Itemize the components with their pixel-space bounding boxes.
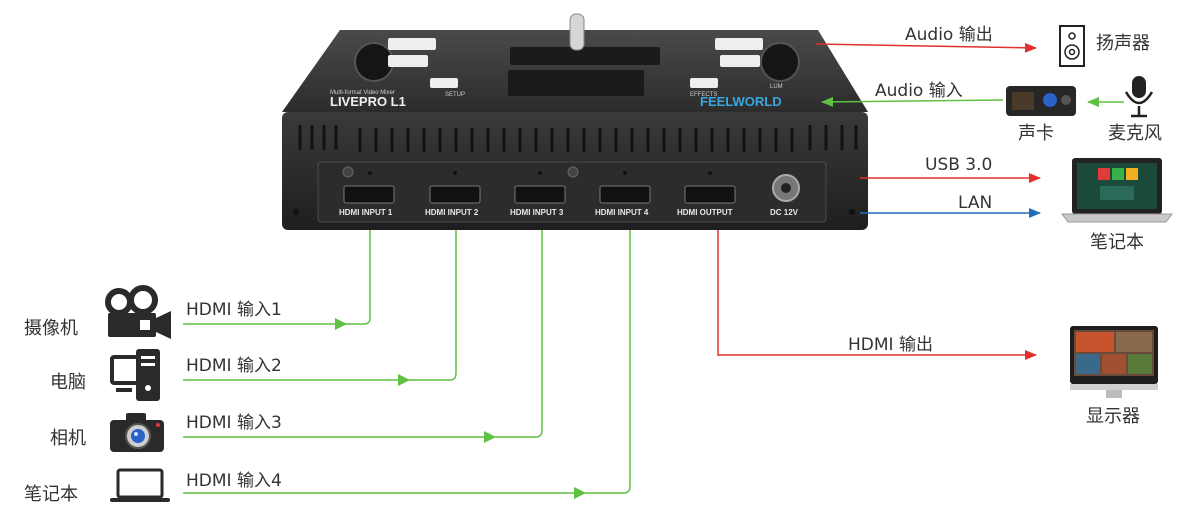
preview-window	[508, 70, 644, 96]
brand-logo: FEELWORLD	[700, 94, 782, 109]
audio-input-connection: Audio 输入	[821, 81, 1124, 107]
monitor-label: 显示器	[1086, 406, 1140, 427]
lan-label: LAN	[958, 193, 992, 213]
speaker-icon	[1059, 25, 1085, 67]
speaker-label: 扬声器	[1096, 33, 1150, 54]
monitor-icon	[1070, 326, 1158, 398]
model-name: LIVEPRO L1	[330, 94, 406, 109]
video-mixer-device: SETUP EFFECTS LUM LIVEPRO L1 Multi-forma…	[282, 13, 868, 230]
input-4-line	[183, 230, 631, 494]
input-3-line	[183, 230, 543, 438]
laptop-icon	[1061, 158, 1173, 223]
input-1-line	[183, 230, 371, 325]
button	[720, 55, 760, 67]
input-1-label: HDMI 输入1	[186, 300, 282, 320]
hdmi-output-connection: HDMI 输出	[717, 230, 1037, 360]
lan-connection: LAN	[860, 193, 1041, 218]
hdmi-output-label: HDMI 输出	[848, 335, 933, 355]
tbar-slot	[510, 47, 660, 65]
hdmi-port-4: HDMI INPUT 4	[595, 171, 651, 217]
port-plate	[317, 161, 827, 223]
right-knob	[760, 42, 800, 82]
microphone: 麦克风	[1108, 76, 1162, 144]
audio-input-label: Audio 输入	[875, 81, 963, 101]
input-1-connection: HDMI 输入1	[183, 230, 371, 330]
usb-connection: USB 3.0	[860, 155, 1041, 183]
port-label-hdmi-output: HDMI OUTPUT	[677, 208, 733, 217]
speaker: 扬声器	[1059, 25, 1150, 67]
camera-label: 相机	[50, 428, 86, 449]
setup-label: SETUP	[445, 92, 465, 98]
button	[690, 78, 718, 88]
port-label-hdmi-input-4: HDMI INPUT 4	[595, 208, 649, 217]
screw	[567, 166, 579, 178]
laptop-left: 笔记本	[24, 468, 170, 505]
effects-label: EFFECTS	[690, 92, 717, 98]
hdmi-output-port: HDMI OUTPUT	[677, 171, 736, 217]
usb-label: USB 3.0	[925, 155, 992, 175]
side-dot	[293, 209, 299, 215]
model-subtitle: Multi-format Video Mixer	[330, 90, 395, 96]
audio-output-line	[815, 42, 1037, 53]
screw	[342, 166, 354, 178]
audio-output-connection: Audio 输出	[815, 25, 1037, 53]
video-camera-icon	[105, 285, 171, 339]
left-knob	[354, 42, 394, 82]
button	[388, 55, 428, 67]
port-label-hdmi-input-3: HDMI INPUT 3	[510, 208, 564, 217]
microphone-icon	[1124, 76, 1154, 118]
laptop-right-label: 笔记本	[1090, 232, 1144, 253]
input-4-connection: HDMI 输入4	[183, 230, 631, 499]
button	[430, 78, 458, 88]
soundcard-to-device-line	[821, 96, 1004, 107]
laptop-left-label: 笔记本	[24, 484, 78, 505]
input-2-label: HDMI 输入2	[186, 356, 282, 376]
input-2-connection: HDMI 输入2	[183, 230, 457, 386]
desktop-computer-icon	[110, 349, 160, 401]
camcorder: 摄像机	[24, 285, 171, 339]
port-label-hdmi-input-1: HDMI INPUT 1	[339, 208, 393, 217]
port-label-hdmi-input-2: HDMI INPUT 2	[425, 208, 479, 217]
button	[388, 38, 436, 50]
lum-label: LUM	[770, 84, 783, 90]
input-3-label: HDMI 输入3	[186, 413, 282, 433]
laptop-icon	[110, 468, 170, 502]
input-4-label: HDMI 输入4	[186, 471, 282, 491]
camcorder-label: 摄像机	[24, 318, 78, 339]
input-3-connection: HDMI 输入3	[183, 230, 543, 443]
microphone-label: 麦克风	[1108, 123, 1162, 144]
hdmi-port-3: HDMI INPUT 3	[510, 171, 566, 217]
port-label-dc-12v: DC 12V	[770, 208, 799, 217]
monitor: 显示器	[1070, 326, 1158, 427]
sound-card: 声卡	[1006, 86, 1076, 144]
computer-label: 电脑	[50, 372, 86, 393]
hdmi-port-1: HDMI INPUT 1	[339, 171, 395, 217]
hdmi-output-line	[717, 230, 1037, 360]
dc-power-port: DC 12V	[770, 174, 800, 217]
side-dot	[849, 209, 855, 215]
audio-output-label: Audio 输出	[905, 25, 993, 45]
hdmi-port-2: HDMI INPUT 2	[425, 171, 481, 217]
tbar-handle	[569, 13, 585, 51]
computer: 电脑	[50, 349, 160, 401]
laptop-right: 笔记本	[1061, 158, 1173, 253]
vent-grille	[298, 125, 858, 152]
photo-camera-icon	[110, 413, 164, 452]
sound-card-label: 声卡	[1018, 123, 1054, 144]
button	[715, 38, 763, 50]
input-2-line	[183, 230, 457, 381]
camera: 相机	[50, 413, 164, 452]
